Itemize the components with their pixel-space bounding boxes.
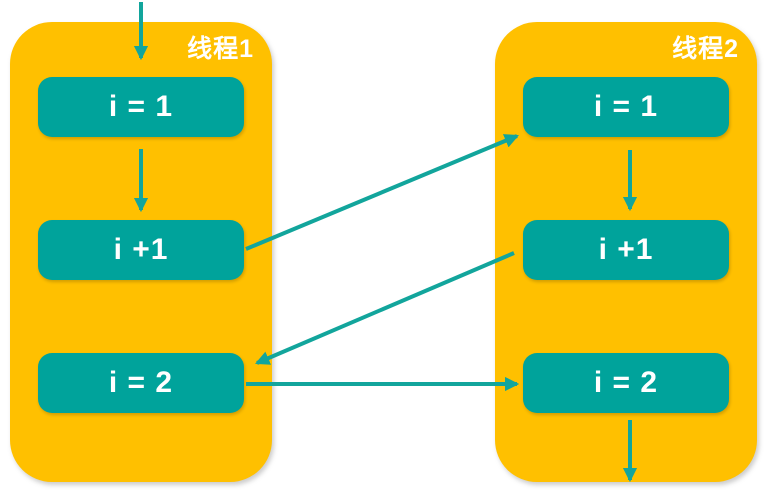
- thread-1-step-i-plus-1: i +1: [38, 220, 244, 280]
- arrow-thread1-iplus1-to-thread2-i1: [245, 134, 519, 251]
- thread-2-step-i-equals-1: i = 1: [523, 77, 729, 137]
- thread-1-title: 线程1: [187, 35, 254, 63]
- thread-1-step-i-equals-2: i = 2: [38, 353, 244, 413]
- thread-2-step-i-equals-2: i = 2: [523, 353, 729, 413]
- thread-1-container: 线程1 i = 1 i +1 i = 2: [10, 22, 272, 482]
- thread-2-title: 线程2: [672, 35, 739, 63]
- thread-2-container: 线程2 i = 1 i +1 i = 2: [495, 22, 757, 482]
- arrow-thread2-iplus1-to-thread1-i2: [255, 251, 515, 365]
- thread-2-step-i-plus-1: i +1: [523, 220, 729, 280]
- thread-1-step-i-equals-1: i = 1: [38, 77, 244, 137]
